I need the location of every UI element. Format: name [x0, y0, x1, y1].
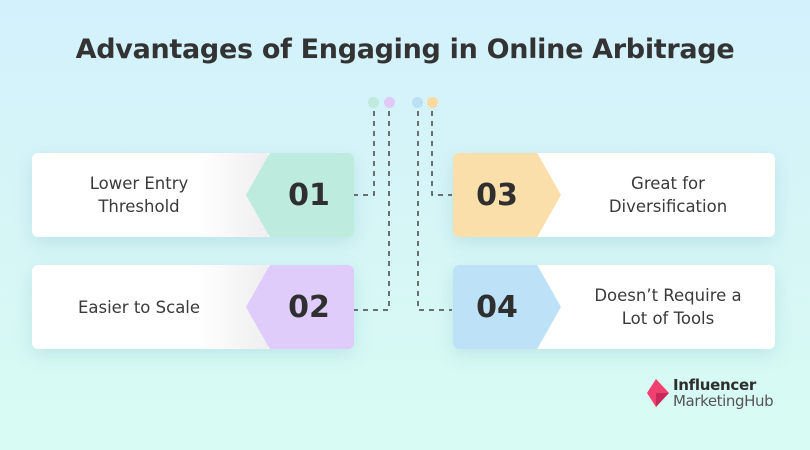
connector-line-01: [354, 111, 375, 196]
connector-dot-03: [427, 97, 438, 108]
advantage-label: Lower Entry Threshold: [89, 174, 189, 216]
advantage-label: Easier to Scale: [77, 297, 201, 317]
connector-line-02: [354, 111, 390, 311]
advantage-card-01: Lower Entry Threshold 01: [32, 153, 354, 237]
connector-line-03: [431, 111, 452, 196]
connector-dot-01: [368, 97, 379, 108]
connector-dot-02: [384, 97, 395, 108]
influencer-marketing-hub-diamond-icon: [647, 379, 669, 407]
advantage-number-badge: 04: [453, 265, 561, 349]
connector-line-04: [417, 111, 452, 311]
advantage-card-02: Easier to Scale 02: [32, 265, 354, 349]
logo-text-line2: MarketingHub: [673, 392, 774, 410]
logo-text-line1: Influencer: [673, 376, 756, 394]
advantage-label: Great for Diversification: [608, 174, 728, 216]
connector-dot-04: [412, 97, 423, 108]
advantage-number-badge: 02: [246, 265, 354, 349]
advantage-number-badge: 01: [246, 153, 354, 237]
advantage-card-03: 03 Great for Diversification: [453, 153, 775, 237]
advantage-card-04: 04 Doesn’t Require a Lot of Tools: [453, 265, 775, 349]
page-title: Advantages of Engaging in Online Arbitra…: [75, 34, 735, 65]
advantage-label: Doesn’t Require a Lot of Tools: [594, 286, 742, 328]
brand-logo: Influencer MarketingHub: [647, 376, 774, 410]
advantage-number-badge: 03: [453, 153, 561, 237]
